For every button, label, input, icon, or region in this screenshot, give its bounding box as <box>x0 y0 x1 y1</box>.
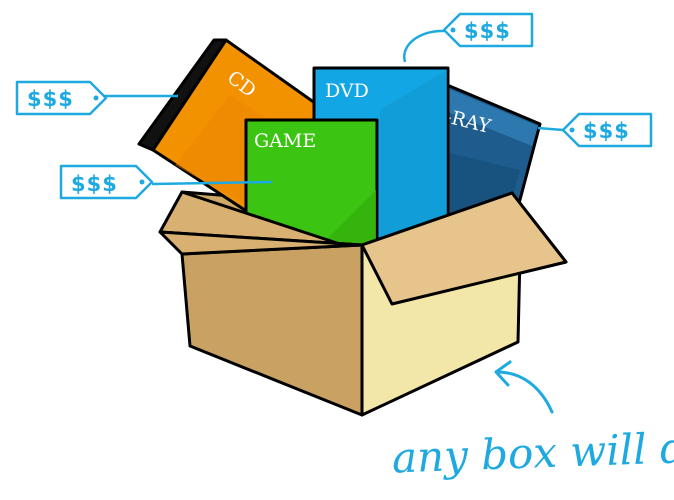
cd-price-tag: $$$ <box>15 80 108 116</box>
dvd-price-tag: $$$ <box>442 12 534 48</box>
arrow-curve <box>495 370 554 414</box>
tag-strings <box>103 29 564 186</box>
bluray-price-tag-shape <box>561 112 653 148</box>
game-tag-string <box>151 180 273 186</box>
dvd-tag-string <box>402 29 445 63</box>
dvd-price-text: $$$ <box>464 19 511 43</box>
arrow-icon <box>494 360 554 414</box>
caption: any box will do <box>391 422 674 482</box>
dvd-case-shade <box>380 70 447 256</box>
cd-price-text: $$$ <box>27 87 74 111</box>
cd-price-tag-shape <box>15 80 108 116</box>
dvd-price-tag-hole <box>450 27 456 33</box>
game-case-shade <box>318 190 376 248</box>
bluray-price-tag-hole <box>569 127 575 133</box>
game-price-text: $$$ <box>71 172 118 196</box>
box-left-side <box>180 243 364 417</box>
dvd-label: DVD <box>325 80 369 102</box>
arrow-head <box>494 360 512 387</box>
bluray-case-band <box>438 86 538 146</box>
game-label: GAME <box>254 130 316 152</box>
game-price-tag-shape <box>59 164 154 200</box>
game-price-tag-hole <box>139 179 145 185</box>
bluray-price-tag: $$$ <box>561 112 653 148</box>
box-left-flap-fold <box>158 230 364 256</box>
cd-price-tag-hole <box>93 95 99 101</box>
box-right-flap-top <box>360 191 568 306</box>
dvd-price-tag-shape <box>442 12 534 48</box>
bluray-price-text: $$$ <box>583 119 630 143</box>
bluray-tag-string <box>537 126 564 132</box>
game-price-tag: $$$ <box>59 164 154 200</box>
